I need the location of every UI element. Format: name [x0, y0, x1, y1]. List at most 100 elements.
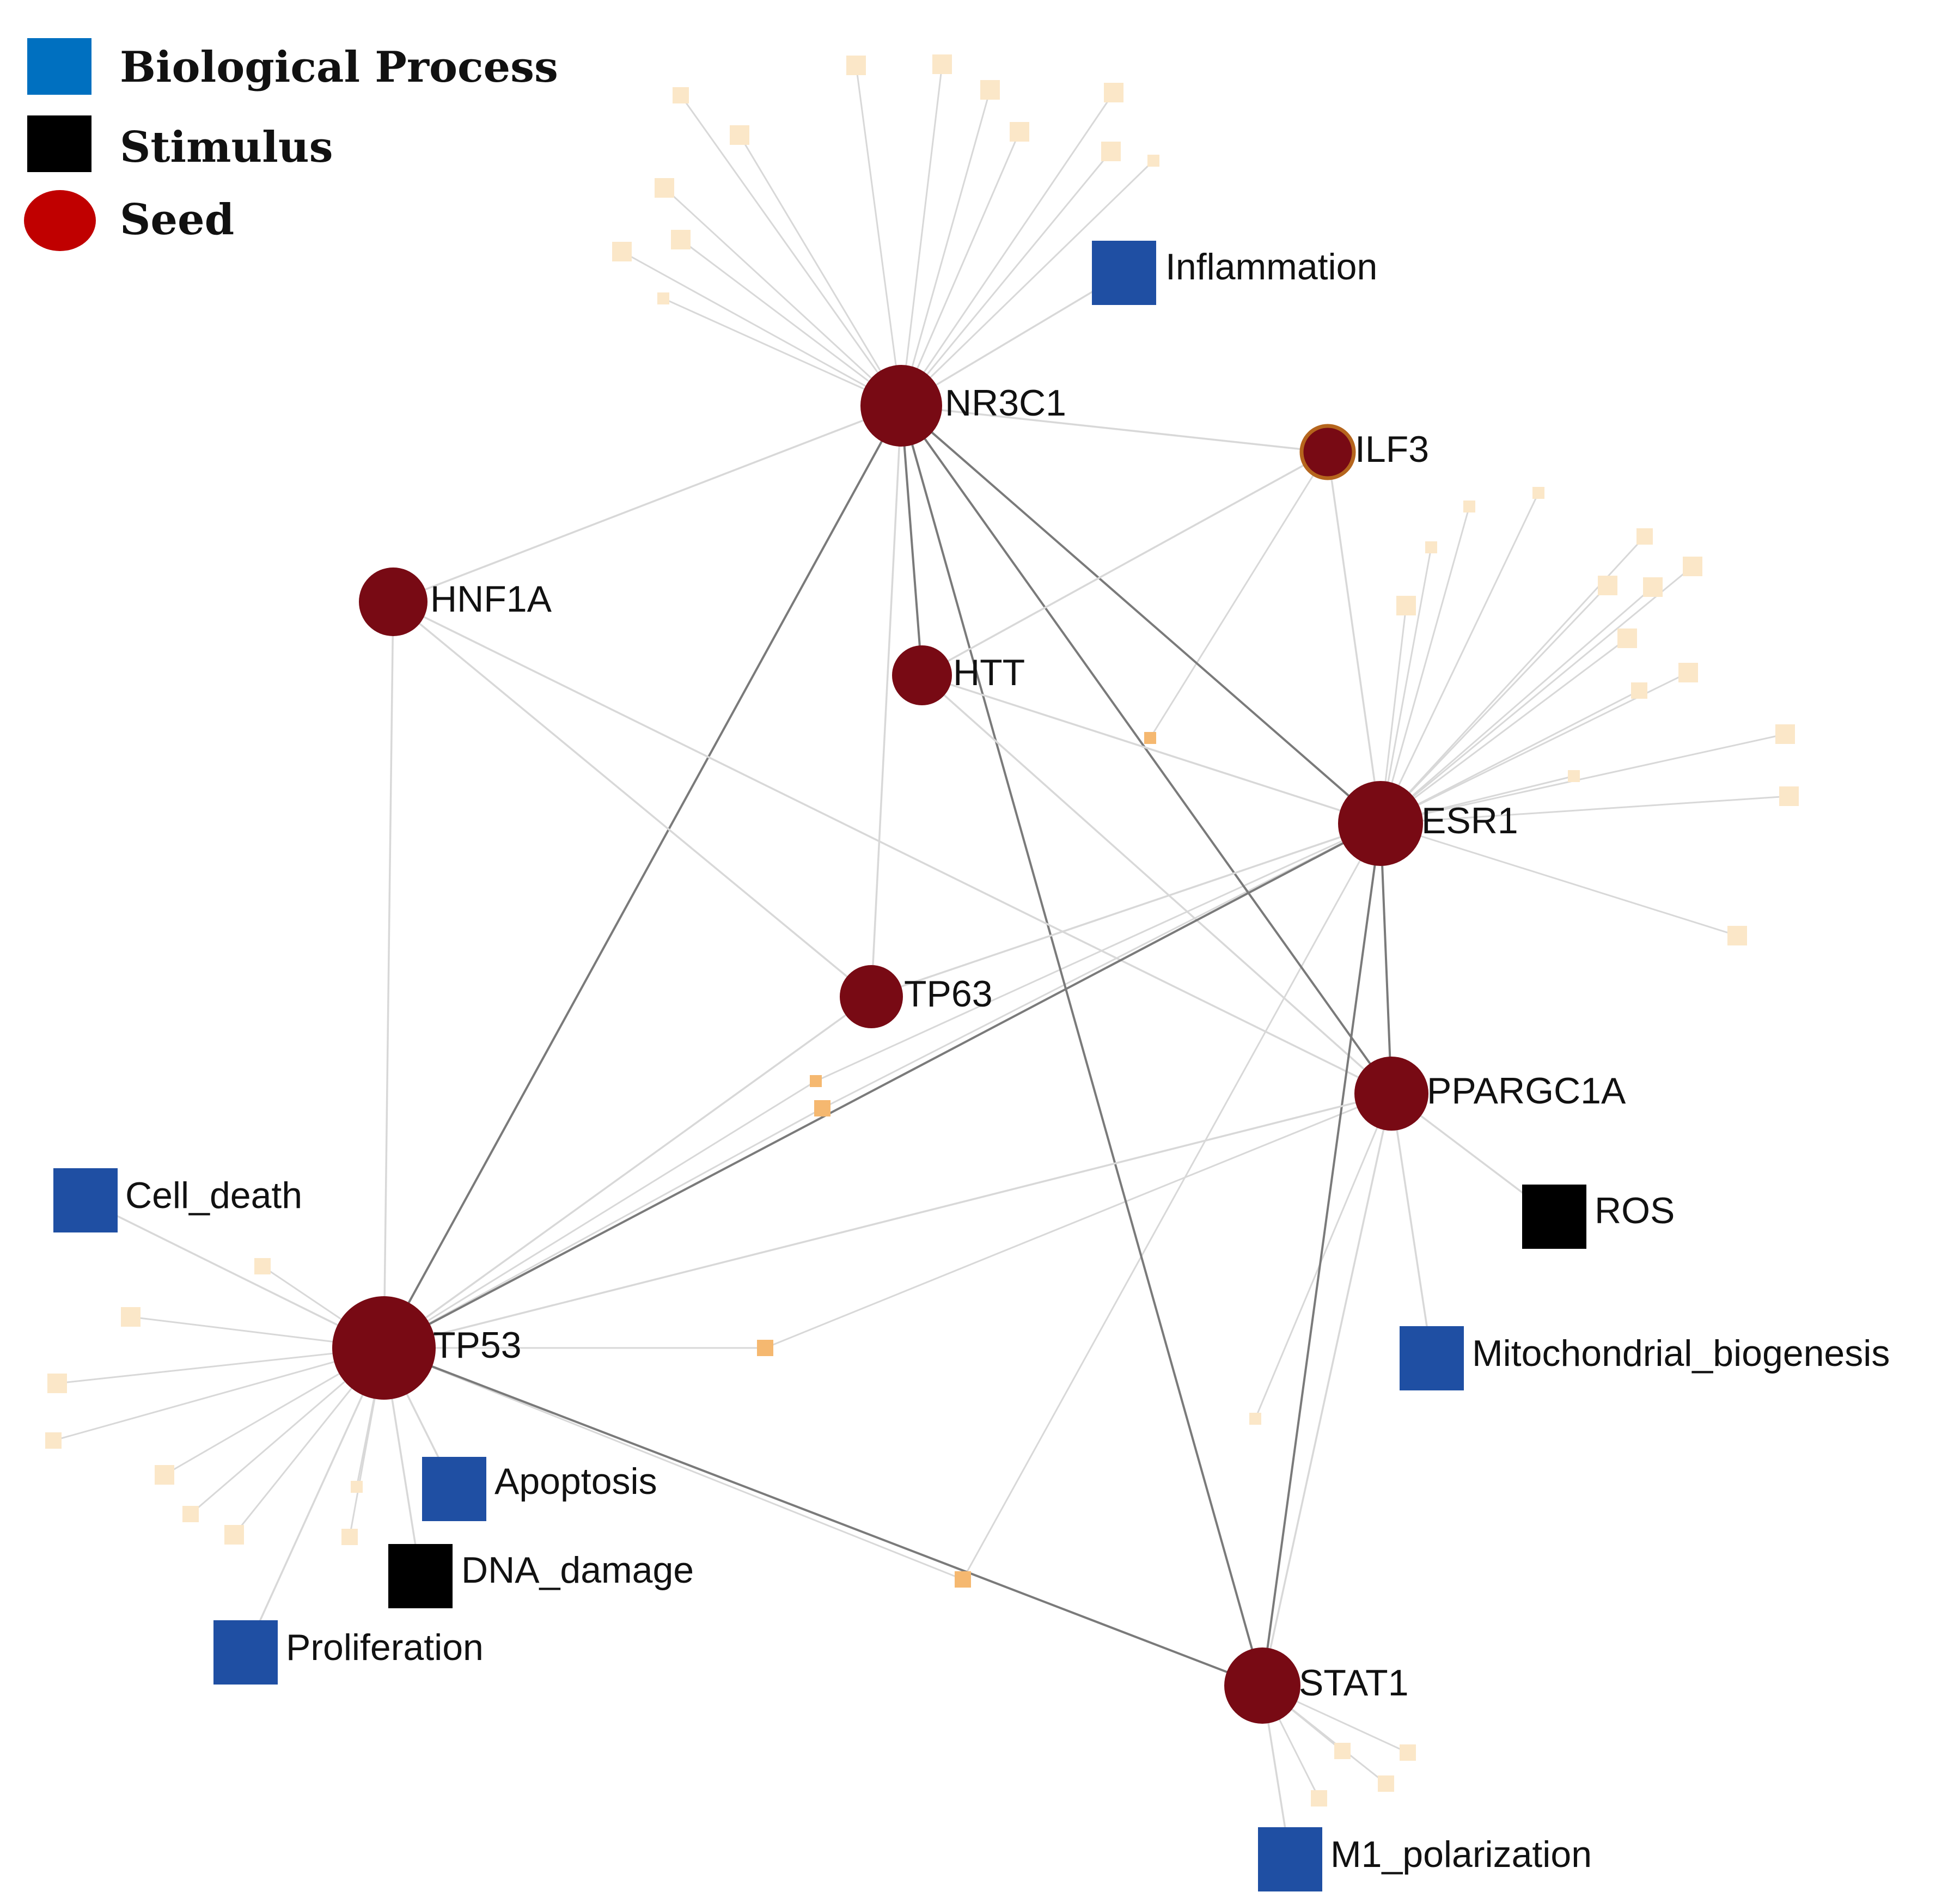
legend-label-biological-process: Biological Process — [120, 42, 558, 92]
seed-label-hnf1a: HNF1A — [430, 578, 552, 620]
peripheral-edge — [855, 65, 902, 406]
edge-nr3c1-hnf1a — [393, 405, 902, 603]
connector-node — [757, 1340, 773, 1356]
edge-esr1-tp53 — [383, 822, 1381, 1349]
edge-ppargc1a-mitochondrial-biogenesis — [1390, 1093, 1433, 1359]
peripheral-node — [1249, 1413, 1261, 1425]
seed-circle — [892, 645, 952, 705]
peripheral-node — [1425, 541, 1437, 553]
seed-node-stat1: STAT1 — [1224, 1647, 1409, 1724]
peripheral-node — [1568, 770, 1580, 782]
peripheral-node — [846, 56, 866, 75]
connector-edge — [962, 823, 1382, 1580]
peripheral-node — [730, 125, 749, 145]
peripheral-node — [155, 1465, 174, 1485]
connector-edge — [383, 1347, 963, 1580]
peripheral-edge — [900, 160, 1155, 407]
peripheral-edge — [680, 95, 902, 406]
peripheral-edge — [663, 187, 902, 407]
peripheral-edge — [57, 1347, 384, 1384]
edge-tp63-tp53 — [383, 996, 872, 1349]
peripheral-node — [1396, 596, 1416, 615]
peripheral-edge — [900, 64, 943, 406]
legend: Biological Process Stimulus Seed — [24, 38, 558, 251]
connector-node — [1144, 732, 1156, 744]
seed-circle — [840, 965, 903, 1028]
edge-esr1-ppargc1a — [1379, 823, 1393, 1094]
seed-label-nr3c1: NR3C1 — [945, 382, 1066, 424]
edge-nr3c1-tp53 — [383, 405, 902, 1348]
edge-htt-esr1 — [921, 674, 1381, 825]
seed-node-tp53: TP53 — [332, 1296, 522, 1400]
edge-hnf1a-tp53 — [383, 601, 394, 1348]
process-square — [422, 1457, 486, 1521]
process-square — [1400, 1326, 1464, 1390]
edge-tp53-cell-death — [85, 1199, 384, 1349]
seed-label-tp63: TP63 — [904, 973, 993, 1015]
stimulus-label-dna-damage: DNA_damage — [461, 1549, 694, 1591]
edge-ilf3-htt — [921, 451, 1328, 676]
peripheral-node — [1463, 501, 1475, 512]
process-label-apoptosis: Apoptosis — [494, 1461, 657, 1502]
peripheral-edge — [621, 251, 902, 407]
peripheral-edge — [1380, 795, 1790, 825]
process-node-m1-polarization: M1_polarization — [1258, 1827, 1592, 1891]
seed-label-htt: HTT — [953, 652, 1025, 693]
peripheral-node — [932, 54, 952, 74]
peripheral-edge — [738, 135, 902, 406]
seed-label-tp53: TP53 — [433, 1325, 522, 1366]
process-label-proliferation: Proliferation — [286, 1627, 484, 1668]
process-label-inflammation: Inflammation — [1165, 246, 1377, 288]
process-label-mitochondrial-biogenesis: Mitochondrial_biogenesis — [1472, 1333, 1890, 1374]
stimulus-node-ros: ROS — [1522, 1185, 1675, 1249]
peripheral-edge — [900, 92, 1115, 406]
stimulus-label-ros: ROS — [1595, 1190, 1675, 1231]
seed-circle — [1338, 781, 1423, 866]
legend-swatch-stimulus — [27, 115, 91, 172]
seed-node-esr1: ESR1 — [1338, 781, 1518, 866]
seed-label-stat1: STAT1 — [1299, 1662, 1409, 1704]
seed-node-htt: HTT — [892, 645, 1025, 705]
edge-esr1-tp63 — [871, 822, 1381, 998]
process-node-mitochondrial-biogenesis: Mitochondrial_biogenesis — [1400, 1326, 1890, 1390]
peripheral-node — [1010, 122, 1029, 142]
peripheral-edge — [900, 89, 991, 406]
peripheral-edge — [1380, 637, 1628, 825]
peripheral-node — [1101, 142, 1121, 161]
peripheral-node — [655, 178, 674, 198]
peripheral-node — [1727, 926, 1747, 945]
peripheral-node — [1104, 83, 1123, 102]
seed-circle — [332, 1296, 436, 1400]
peripheral-node — [224, 1525, 244, 1545]
connector-edge — [815, 822, 1381, 1082]
peripheral-node — [1683, 557, 1702, 576]
edge-nr3c1-tp63 — [870, 405, 902, 997]
stimulus-node-dna-damage: DNA_damage — [388, 1544, 694, 1608]
edge-nr3c1-ilf3 — [901, 405, 1328, 453]
peripheral-edge — [1379, 492, 1540, 824]
peripheral-edge — [1380, 822, 1738, 937]
connector-edge — [383, 1107, 823, 1349]
legend-label-seed: Seed — [120, 195, 234, 245]
stimulus-square — [1522, 1185, 1586, 1249]
process-node-proliferation: Proliferation — [213, 1620, 484, 1685]
peripheral-node — [45, 1432, 62, 1449]
peripheral-node — [612, 242, 632, 261]
edge-hnf1a-ppargc1a — [393, 601, 1392, 1095]
network-edges — [85, 272, 1555, 1860]
peripheral-edge — [663, 297, 902, 407]
legend-item-seed: Seed — [24, 190, 234, 251]
connector-node — [955, 1571, 971, 1588]
seed-node-ppargc1a: PPARGC1A — [1354, 1057, 1626, 1131]
peripheral-edge — [1380, 689, 1640, 825]
peripheral-node — [254, 1258, 271, 1274]
peripheral-node — [1400, 1744, 1416, 1761]
edge-esr1-stat1 — [1261, 823, 1382, 1686]
process-square — [1092, 241, 1156, 305]
process-node-inflammation: Inflammation — [1092, 241, 1377, 305]
peripheral-node — [1532, 487, 1544, 499]
peripheral-node — [1311, 1790, 1327, 1807]
edge-tp53-proliferation — [245, 1347, 385, 1653]
peripheral-edge — [1379, 547, 1432, 824]
seed-node-nr3c1: NR3C1 — [860, 365, 1066, 447]
